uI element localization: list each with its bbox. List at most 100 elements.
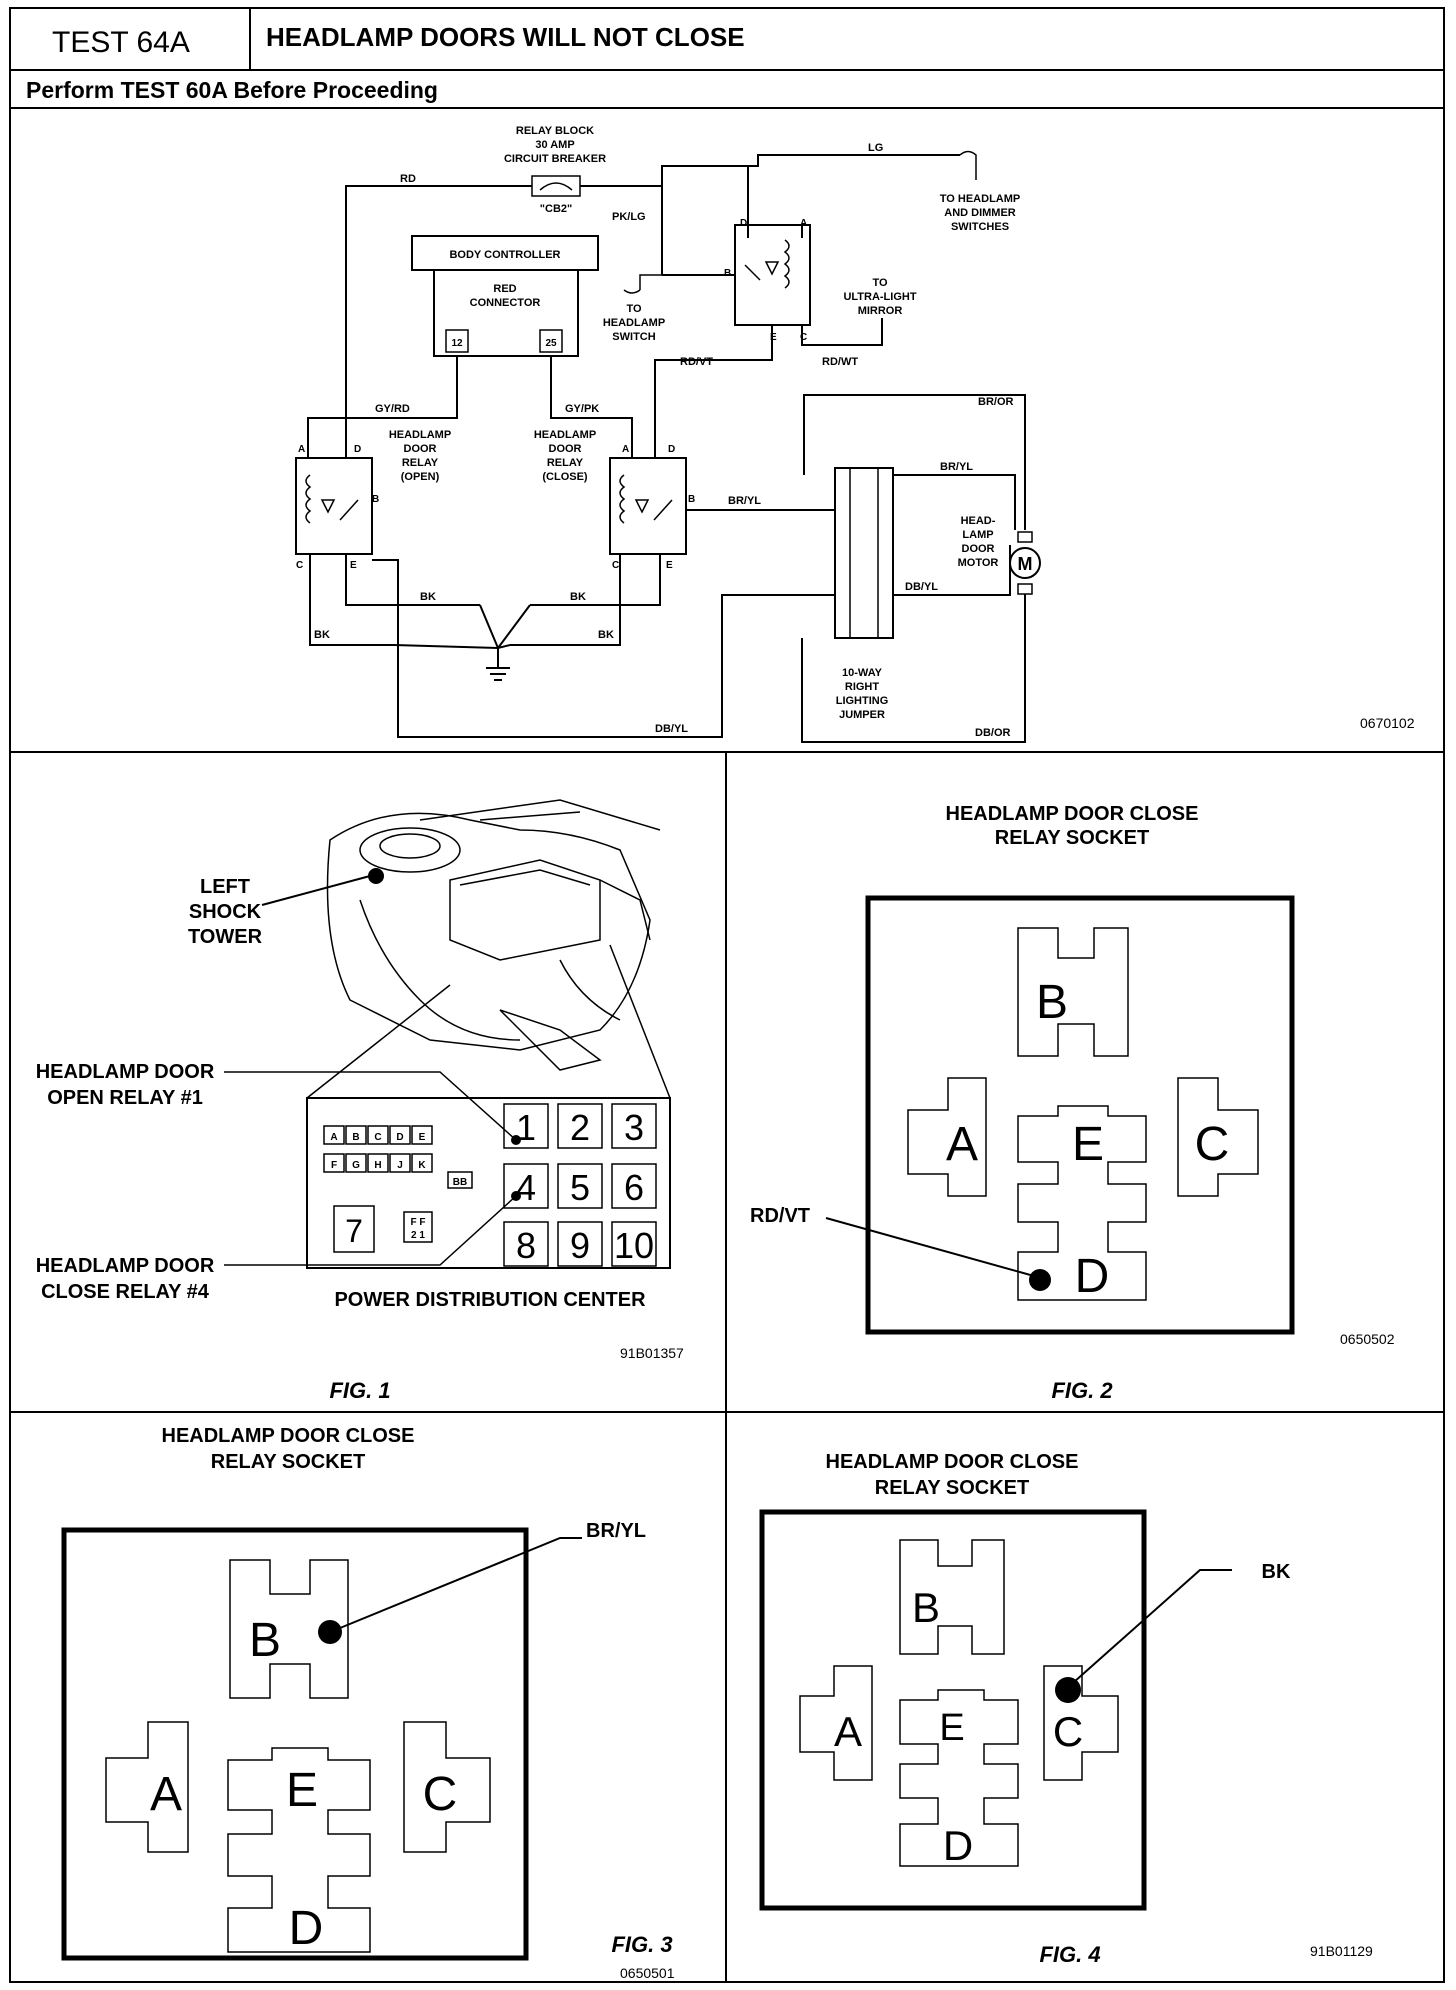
pin-25: 25 [545, 338, 557, 349]
page-title: HEADLAMP DOORS WILL NOT CLOSE [266, 22, 745, 52]
svg-text:3: 3 [624, 1107, 644, 1148]
svg-text:RELAY SOCKET: RELAY SOCKET [875, 1477, 1029, 1499]
wire-bryl-upper: BR/YL [940, 461, 973, 473]
to-headlamp-switch-label: TO [626, 303, 642, 315]
svg-text:C: C [800, 332, 807, 343]
fig4-socket-frame [759, 1509, 1147, 1911]
wire-bk-close-e: BK [570, 591, 586, 603]
body-controller-label: BODY CONTROLLER [449, 249, 560, 261]
red-connector [433, 269, 579, 357]
close-relay-label: HEADLAMP [534, 429, 596, 441]
wire-lg: LG [868, 142, 883, 154]
svg-text:ULTRA-LIGHT: ULTRA-LIGHT [843, 291, 916, 303]
svg-text:AND DIMMER: AND DIMMER [944, 207, 1016, 219]
relay-block-label: RELAY BLOCK [516, 125, 594, 137]
svg-text:F F: F F [411, 1217, 426, 1228]
svg-text:E: E [666, 560, 673, 571]
fig2-caption: FIG. 2 [1051, 1378, 1113, 1403]
fig3-callout: BR/YL [586, 1520, 646, 1542]
fig1-engine-bay: LEFT SHOCK TOWER A B C D E F G H J [36, 799, 684, 1403]
svg-text:C: C [374, 1132, 381, 1143]
fig4-caption: FIG. 4 [1039, 1942, 1100, 1967]
svg-text:CLOSE RELAY #4: CLOSE RELAY #4 [41, 1281, 210, 1303]
jumper-label: 10-WAY [842, 667, 883, 679]
fig3-terminal-a: A [150, 1768, 182, 1821]
svg-text:HEADLAMP: HEADLAMP [603, 317, 665, 329]
svg-text:SWITCH: SWITCH [612, 331, 655, 343]
open-relay-callout: HEADLAMP DOOR [36, 1061, 215, 1083]
wire-bror: BR/OR [978, 396, 1014, 408]
fig4-terminal-d: D [943, 1822, 973, 1869]
wire-rd: RD [400, 173, 416, 185]
svg-text:5: 5 [570, 1167, 590, 1208]
svg-text:C: C [296, 560, 303, 571]
svg-text:OPEN RELAY #1: OPEN RELAY #1 [47, 1087, 203, 1109]
fig2-terminal-d: D [1075, 1250, 1110, 1303]
svg-text:C: C [612, 560, 619, 571]
wire-dbor: DB/OR [975, 727, 1011, 739]
pdc-label: POWER DISTRIBUTION CENTER [334, 1289, 646, 1311]
fig4-terminal-c: C [1053, 1708, 1083, 1755]
fig4-terminal-e: E [939, 1707, 964, 1749]
svg-text:B: B [372, 494, 379, 505]
svg-text:A: A [330, 1132, 337, 1143]
wire-dbyl-lower: DB/YL [655, 723, 688, 735]
svg-text:RELAY SOCKET: RELAY SOCKET [211, 1451, 365, 1473]
svg-text:9: 9 [570, 1225, 590, 1266]
fig4-code: 91B01129 [1310, 1943, 1373, 1959]
fuse-block: A B C D E F G H J K BB [323, 1125, 473, 1189]
svg-text:30 AMP: 30 AMP [535, 139, 574, 151]
open-relay [295, 457, 373, 555]
fig4-test-point [1055, 1677, 1081, 1703]
svg-text:DOOR: DOOR [962, 543, 995, 555]
wire-dbyl-upper: DB/YL [905, 581, 938, 593]
to-dimmer-label: TO HEADLAMP [940, 193, 1020, 205]
svg-text:2: 2 [570, 1107, 590, 1148]
svg-text:RED: RED [493, 283, 516, 295]
wire-bk-close-c: BK [598, 629, 614, 641]
fig3-code: 0650501 [620, 1965, 675, 1981]
svg-text:A: A [298, 444, 305, 455]
to-mirror-label: TO [872, 277, 888, 289]
schematic-code: 0670102 [1360, 715, 1415, 731]
body-controller [411, 235, 599, 271]
svg-text:RELAY: RELAY [402, 457, 439, 469]
fig2-terminal-e: E [1072, 1118, 1104, 1171]
svg-text:B: B [688, 494, 695, 505]
svg-text:F: F [331, 1160, 337, 1171]
relay-slot-4: 4 [516, 1167, 536, 1208]
svg-text:E: E [419, 1132, 426, 1143]
cb2-label: "CB2" [540, 203, 572, 215]
fig2-callout: RD/VT [750, 1205, 810, 1227]
fig4-terminal-b: B [912, 1584, 940, 1631]
relay-slot-1: 1 [516, 1107, 536, 1148]
svg-text:G: G [352, 1160, 360, 1171]
wire-rdvt-upper: RD/VT [680, 356, 713, 368]
fig2-terminal-a: A [946, 1118, 978, 1171]
fig2-terminal-b: B [1036, 976, 1068, 1029]
svg-text:RELAY: RELAY [547, 457, 584, 469]
fig4-relay-socket: HEADLAMP DOOR CLOSE RELAY SOCKET B A C B… [759, 1451, 1373, 1967]
fig2-title: HEADLAMP DOOR CLOSE [946, 803, 1199, 825]
fig1-caption: FIG. 1 [329, 1378, 390, 1403]
fig3-test-point [318, 1620, 342, 1644]
fig2-relay-socket: HEADLAMP DOOR CLOSE RELAY SOCKET B A C E… [750, 803, 1395, 1403]
fig4-title: HEADLAMP DOOR CLOSE [826, 1451, 1079, 1473]
svg-text:SWITCHES: SWITCHES [951, 221, 1009, 233]
relay-slot-7: 7 [345, 1213, 363, 1249]
bb-label: BB [453, 1177, 467, 1188]
wire-gypk: GY/PK [565, 403, 599, 415]
svg-text:D: D [668, 444, 675, 455]
svg-text:2 1: 2 1 [411, 1230, 425, 1241]
svg-text:SHOCK: SHOCK [189, 901, 262, 923]
svg-text:DOOR: DOOR [404, 443, 437, 455]
close-relay [609, 457, 687, 555]
lighting-jumper [834, 467, 894, 639]
svg-text:M: M [1018, 554, 1033, 574]
svg-text:D: D [740, 218, 747, 229]
fig4-callout: BK [1262, 1561, 1291, 1583]
wire-bk-open-e: BK [420, 591, 436, 603]
svg-text:H: H [374, 1160, 381, 1171]
fig3-caption: FIG. 3 [611, 1932, 672, 1957]
